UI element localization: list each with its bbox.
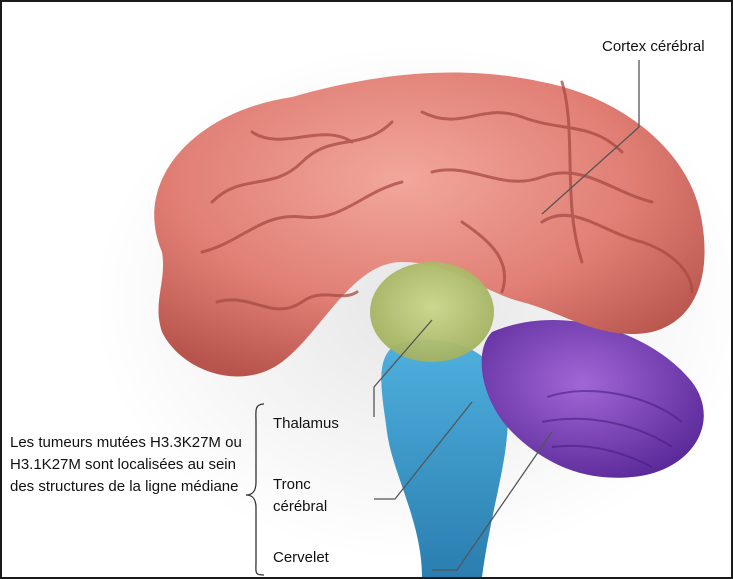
brainstem-label: Tronc cérébral — [273, 474, 353, 518]
cerebellum-label: Cervelet — [273, 547, 329, 569]
midline-tumor-note: Les tumeurs mutées H3.3K27M ou H3.1K27M … — [10, 432, 245, 498]
thalamus-label: Thalamus — [273, 413, 339, 435]
thalamus-shape — [370, 262, 494, 362]
cortex-label: Cortex cérébral — [602, 36, 705, 58]
